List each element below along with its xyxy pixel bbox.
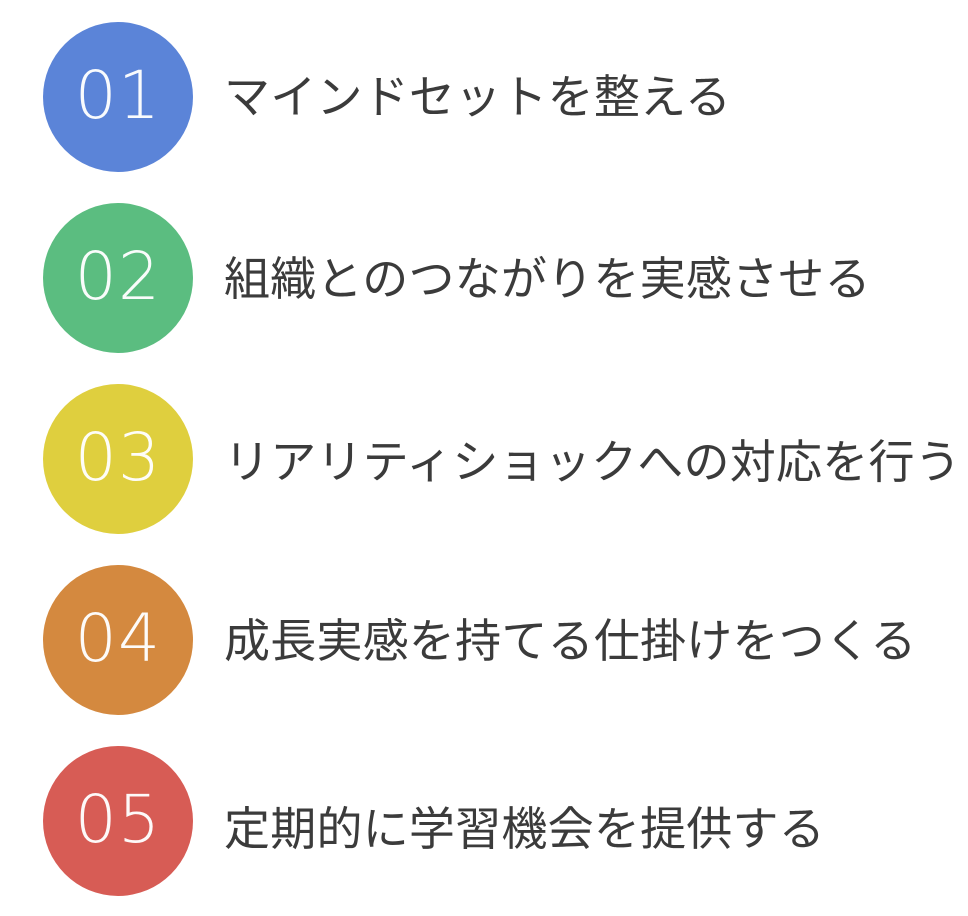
step-badge-01: 01 <box>43 22 193 172</box>
list-item: 05 定期的に学習機会を提供する <box>0 746 968 896</box>
step-text-label: 成長実感を持てる仕掛けをつくる <box>224 613 917 668</box>
step-badge-02: 02 <box>43 203 193 353</box>
list-item: 01 マインドセットを整える <box>0 22 968 172</box>
list-item: 02 組織とのつながりを実感させる <box>0 203 968 353</box>
list-item: 03 リアリティショックへの対応を行う <box>0 384 968 534</box>
step-number-label: 04 <box>74 600 162 677</box>
step-number-label: 01 <box>74 57 162 134</box>
step-text-label: マインドセットを整える <box>224 69 732 124</box>
step-badge-05: 05 <box>43 746 193 896</box>
step-number-label: 05 <box>74 781 162 858</box>
step-badge-04: 04 <box>43 565 193 715</box>
step-badge-03: 03 <box>43 384 193 534</box>
step-text-label: 定期的に学習機会を提供する <box>224 801 825 856</box>
step-number-label: 03 <box>74 419 162 496</box>
step-text-label: 組織とのつながりを実感させる <box>224 251 871 306</box>
step-text-label: リアリティショックへの対応を行う <box>224 434 961 489</box>
list-item: 04 成長実感を持てる仕掛けをつくる <box>0 565 968 715</box>
step-number-label: 02 <box>74 238 162 315</box>
